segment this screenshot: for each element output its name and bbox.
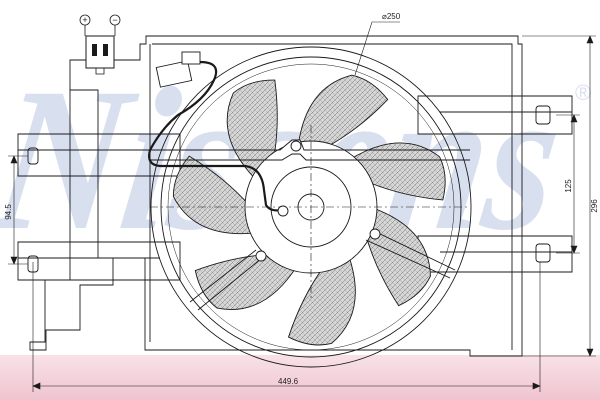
wire-clip [181, 51, 201, 65]
fan-blade [287, 253, 356, 346]
registered-mark: ® [575, 80, 591, 105]
fan-blade [364, 206, 431, 307]
strut-top [150, 139, 470, 161]
left-spacing-arrow-top [10, 155, 18, 164]
fan-blades [172, 74, 446, 346]
overall-height-label: 296 [590, 199, 599, 213]
right-mount-slot-lower [535, 243, 551, 263]
left-spacing-label: 94.5 [4, 204, 13, 220]
shroud-inner-line [149, 43, 513, 350]
left-spacing-arrow-bottom [10, 256, 18, 265]
minus-terminal-label: − [112, 15, 117, 25]
strut-bolt-bottom [255, 250, 267, 262]
strut-bolt-right [369, 228, 381, 240]
right-spacing-arrow-top [570, 114, 578, 123]
wire-harness [148, 60, 283, 212]
height-dimension-line [522, 35, 596, 357]
overall-width-label: 449.6 [278, 377, 299, 386]
height-arrow-bottom [586, 348, 594, 357]
connector-pin-right [103, 44, 108, 56]
connector-plug-icon [85, 35, 115, 69]
motor-terminal [277, 205, 289, 217]
wire-connector [155, 60, 193, 88]
right-spacing-label: 125 [564, 179, 573, 193]
fan-blade [347, 142, 446, 201]
background-band [0, 355, 600, 400]
pin-leads [84, 25, 116, 36]
right-spacing-arrow-bottom [570, 245, 578, 254]
width-arrow-right [532, 382, 541, 390]
left-spacing-dimension-line [8, 155, 28, 265]
right-spacing-dimension-line [556, 114, 580, 254]
connector-latch [95, 68, 105, 75]
strut-bottom [189, 249, 263, 311]
connector-pinout: + − [79, 14, 121, 75]
fan-blade [226, 79, 278, 182]
width-arrow-left [32, 382, 41, 390]
plus-terminal-label: + [82, 15, 87, 25]
fan-diameter-label: ⌀250 [382, 12, 401, 21]
dimension-lines [8, 21, 596, 392]
width-dimension-line [32, 262, 541, 392]
fan-blade [297, 74, 389, 149]
strut-bolt-top [290, 140, 302, 152]
diameter-leader [354, 21, 400, 76]
right-mount-slot-upper [535, 105, 551, 125]
fan-blade [194, 253, 299, 310]
connector-pin-left [92, 44, 97, 56]
fan-blade [172, 155, 258, 235]
strut-right [365, 229, 456, 279]
height-arrow-top [586, 35, 594, 44]
